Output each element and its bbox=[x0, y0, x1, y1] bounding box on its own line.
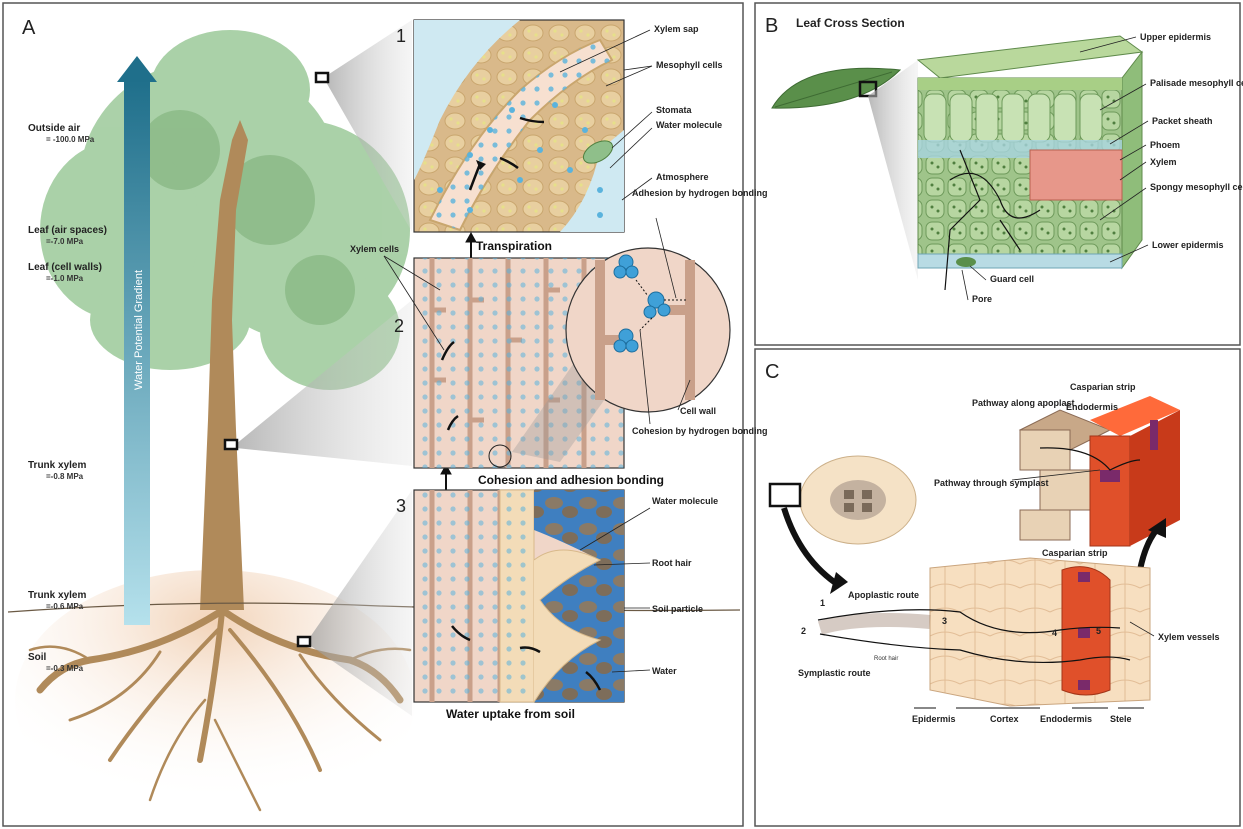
potential-name: Outside air bbox=[28, 123, 80, 134]
svg-text:Soil particle: Soil particle bbox=[652, 604, 703, 614]
svg-text:Water molecule: Water molecule bbox=[656, 120, 722, 130]
potential-name: Trunk xylem bbox=[28, 590, 86, 601]
inset-number: 3 bbox=[396, 496, 406, 516]
svg-text:Casparian strip: Casparian strip bbox=[1042, 548, 1108, 558]
svg-text:Water molecule: Water molecule bbox=[652, 496, 718, 506]
svg-text:Atmosphere: Atmosphere bbox=[656, 172, 709, 182]
svg-text:Stele: Stele bbox=[1110, 714, 1132, 724]
svg-text:Mesophyll cells: Mesophyll cells bbox=[656, 60, 723, 70]
svg-text:Cell wall: Cell wall bbox=[680, 406, 716, 416]
svg-text:Guard cell: Guard cell bbox=[990, 274, 1034, 284]
potential-value: = -100.0 MPa bbox=[46, 135, 95, 144]
svg-text:Cohesion by hydrogen bonding: Cohesion by hydrogen bonding bbox=[632, 426, 768, 436]
potential-value: =-0.8 MPa bbox=[46, 472, 84, 481]
inset-transpiration bbox=[414, 20, 624, 232]
svg-text:Upper epidermis: Upper epidermis bbox=[1140, 32, 1211, 42]
potential-name: Soil bbox=[28, 652, 47, 663]
svg-text:Root hair: Root hair bbox=[652, 558, 692, 568]
svg-text:4: 4 bbox=[1052, 628, 1057, 638]
svg-text:Xylem: Xylem bbox=[1150, 157, 1177, 167]
svg-text:Pathway along apoplast: Pathway along apoplast bbox=[972, 398, 1075, 408]
svg-text:Symplastic route: Symplastic route bbox=[798, 668, 871, 678]
svg-text:Phoem: Phoem bbox=[1150, 140, 1180, 150]
svg-text:Endodermis: Endodermis bbox=[1040, 714, 1092, 724]
panel-a-letter: A bbox=[22, 17, 36, 39]
potential-name: Leaf (air spaces) bbox=[28, 225, 107, 236]
svg-text:Palisade mesophyll cell: Palisade mesophyll cell bbox=[1150, 78, 1243, 88]
inset-caption: Transpiration bbox=[476, 239, 552, 253]
svg-text:Adhesion by hydrogen bonding: Adhesion by hydrogen bonding bbox=[632, 188, 768, 198]
panel-b-title: Leaf Cross Section bbox=[796, 16, 905, 30]
svg-text:Endodermis: Endodermis bbox=[1066, 402, 1118, 412]
panel-b-letter: B bbox=[765, 15, 778, 37]
svg-text:2: 2 bbox=[801, 626, 806, 636]
potential-name: Leaf (cell walls) bbox=[28, 262, 102, 273]
inset-number: 2 bbox=[394, 316, 404, 336]
svg-text:Casparian strip: Casparian strip bbox=[1070, 382, 1136, 392]
potential-value: =-7.0 MPa bbox=[46, 237, 84, 246]
svg-text:Water: Water bbox=[652, 666, 677, 676]
inset-caption: Cohesion and adhesion bonding bbox=[478, 473, 664, 487]
inset-number: 1 bbox=[396, 26, 406, 46]
svg-text:Apoplastic route: Apoplastic route bbox=[848, 590, 919, 600]
inset-soil-uptake bbox=[414, 490, 624, 702]
svg-text:Xylem sap: Xylem sap bbox=[654, 24, 699, 34]
potential-value: =-0.6 MPa bbox=[46, 602, 84, 611]
gradient-label: Water Potential Gradient bbox=[133, 270, 145, 390]
svg-text:Pore: Pore bbox=[972, 294, 992, 304]
svg-text:1: 1 bbox=[820, 598, 825, 608]
svg-text:5: 5 bbox=[1096, 626, 1101, 636]
potential-value: =-1.0 MPa bbox=[46, 274, 84, 283]
svg-text:Cortex: Cortex bbox=[990, 714, 1019, 724]
svg-text:Lower epidermis: Lower epidermis bbox=[1152, 240, 1224, 250]
endodermis-3d-cells bbox=[1020, 396, 1180, 546]
inset-caption: Water uptake from soil bbox=[446, 707, 575, 721]
panel-c-letter: C bbox=[765, 361, 779, 383]
hydrogen-bond-magnifier bbox=[566, 248, 730, 412]
svg-text:Root hair: Root hair bbox=[874, 656, 898, 662]
svg-text:Xylem vessels: Xylem vessels bbox=[1158, 632, 1220, 642]
potential-name: Trunk xylem bbox=[28, 460, 86, 471]
svg-text:Spongy mesophyll cell: Spongy mesophyll cell bbox=[1150, 182, 1243, 192]
svg-text:Packet sheath: Packet sheath bbox=[1152, 116, 1213, 126]
svg-text:Stomata: Stomata bbox=[656, 105, 693, 115]
potential-value: =-0.3 MPa bbox=[46, 664, 84, 673]
svg-text:Xylem cells: Xylem cells bbox=[350, 244, 399, 254]
svg-text:Epidermis: Epidermis bbox=[912, 714, 956, 724]
svg-text:Pathway through symplast: Pathway through symplast bbox=[934, 478, 1049, 488]
svg-text:3: 3 bbox=[942, 616, 947, 626]
